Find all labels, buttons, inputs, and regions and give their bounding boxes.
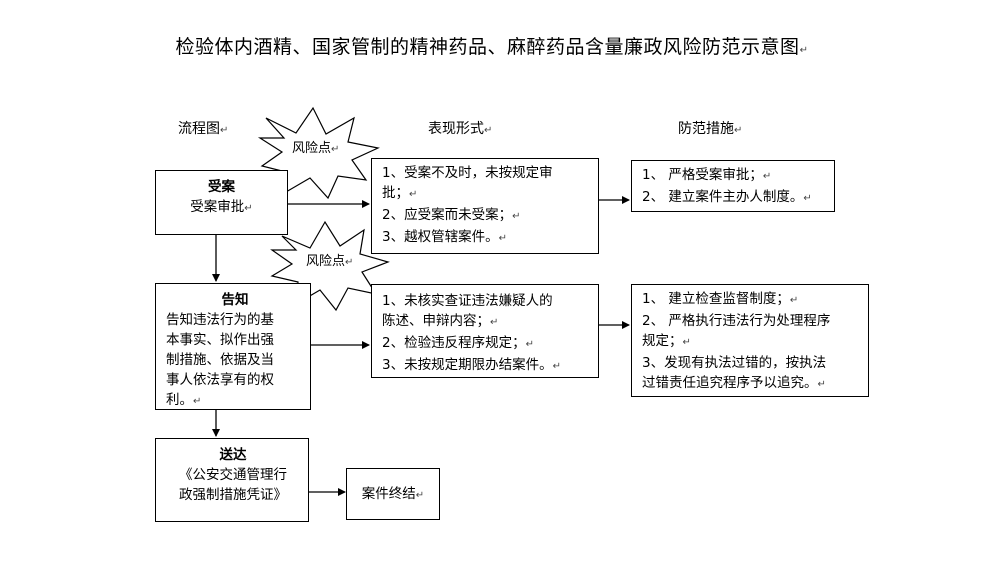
column-header-flow: 流程图↵ — [178, 121, 229, 137]
step-delivery-line: 政强制措施凭证》 — [179, 487, 287, 503]
page-title: 检验体内酒精、国家管制的精神药品、麻醉药品含量廉政风险防范示意图↵ — [175, 36, 809, 58]
step-acceptance-text: 受案审批↵ — [190, 199, 253, 215]
forms-line: 3、未按规定期限办结案件。↵ — [382, 357, 561, 373]
measures-box-notify: 1、 建立检查监督制度；↵ 2、 严格执行违法行为处理程序 规定；↵ 3、发现有… — [631, 284, 869, 397]
measures-line: 过错责任追究程序予以追究。↵ — [642, 375, 826, 391]
measures-line: 2、 严格执行违法行为处理程序 — [642, 313, 831, 329]
step-delivery-title: 送达 — [219, 447, 247, 463]
forms-line: 批；↵ — [382, 185, 418, 201]
step-case-closed-box: 案件终结↵ — [346, 468, 440, 520]
column-header-forms: 表现形式↵ — [428, 121, 493, 137]
step-notify-line: 本事实、拟作出强 — [166, 332, 274, 348]
risk-point-label-1: 风险点↵ — [292, 141, 340, 156]
forms-box-notify: 1、未核实查证违法嫌疑人的 陈述、申辩内容；↵ 2、检验违反程序规定；↵ 3、未… — [371, 284, 599, 378]
forms-line: 2、应受案而未受案；↵ — [382, 207, 521, 223]
step-notify-line: 告知违法行为的基 — [166, 312, 274, 328]
forms-box-acceptance: 1、受案不及时，未按规定审 批；↵ 2、应受案而未受案；↵ 3、越权管辖案件。↵ — [371, 158, 599, 254]
step-acceptance-box: 受案 受案审批↵ — [155, 170, 288, 235]
step-notify-line: 制措施、依据及当 — [166, 352, 274, 368]
column-header-measures: 防范措施↵ — [678, 121, 743, 137]
measures-line: 1、 建立检查监督制度；↵ — [642, 291, 799, 307]
step-delivery-box: 送达 《公安交通管理行 政强制措施凭证》 — [155, 438, 309, 522]
measures-line: 3、发现有执法过错的，按执法 — [642, 355, 827, 371]
forms-line: 1、受案不及时，未按规定审 — [382, 165, 553, 181]
measures-line: 1、 严格受案审批；↵ — [642, 167, 772, 183]
step-acceptance-title: 受案 — [208, 179, 235, 195]
risk-burst-1 — [257, 106, 380, 200]
forms-line: 2、检验违反程序规定；↵ — [382, 335, 534, 351]
step-delivery-line: 《公安交通管理行 — [179, 467, 287, 483]
measures-line: 规定；↵ — [642, 333, 691, 349]
step-case-closed-text: 案件终结 — [361, 486, 416, 502]
step-notify-title: 告知 — [221, 292, 249, 308]
measures-line: 2、 建立案件主办人制度。↵ — [642, 189, 812, 205]
step-notify-line: 事人依法享有的权 — [166, 372, 274, 388]
forms-line: 1、未核实查证违法嫌疑人的 — [382, 293, 553, 309]
risk-point-label-2: 风险点↵ — [306, 254, 354, 269]
forms-line: 陈述、申辩内容；↵ — [382, 313, 499, 329]
step-notify-line: 利。↵ — [166, 392, 202, 408]
step-notify-box: 告知 告知违法行为的基 本事实、拟作出强 制措施、依据及当 事人依法享有的权 利… — [155, 283, 311, 410]
measures-box-acceptance: 1、 严格受案审批；↵ 2、 建立案件主办人制度。↵ — [631, 160, 835, 212]
forms-line: 3、越权管辖案件。↵ — [382, 229, 507, 245]
